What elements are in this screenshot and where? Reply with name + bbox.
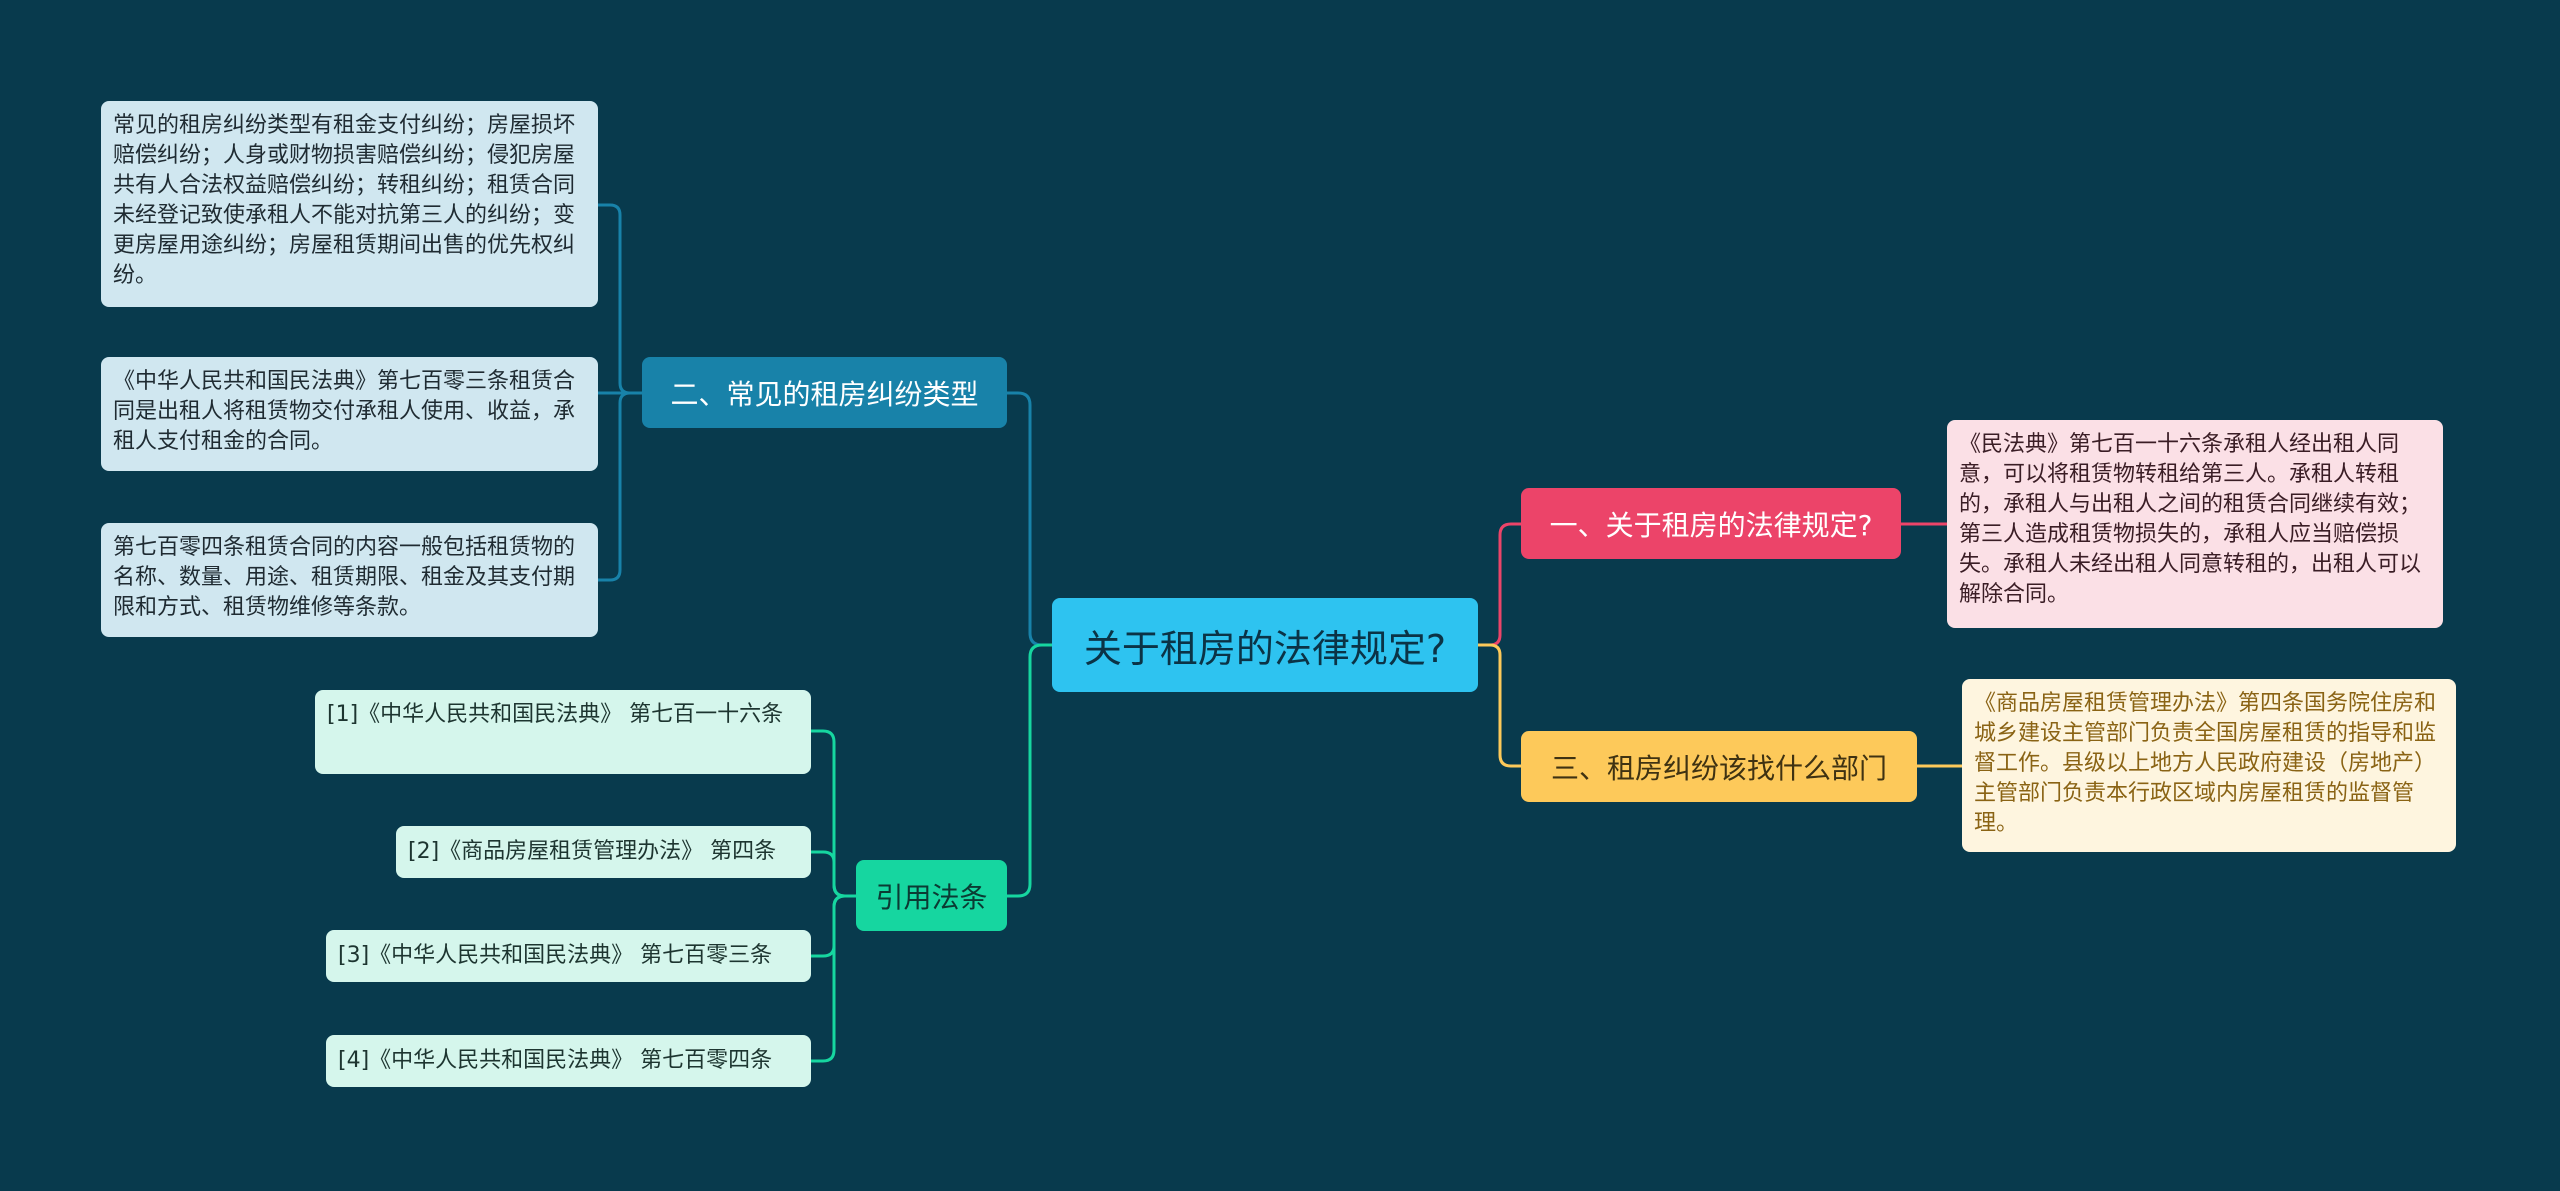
- link-citations-leaf-4: [811, 894, 856, 1063]
- link-types-leaf-3: [598, 391, 642, 582]
- citation-item-1[interactable]: [1]《中华人民共和国民法典》 第七百一十六条: [315, 690, 811, 774]
- branch-which-department[interactable]: 三、租房纠纷该找什么部门: [1521, 731, 1917, 802]
- citation-item-2[interactable]: [2]《商品房屋租赁管理办法》 第四条: [396, 826, 811, 878]
- link-root-citations: [1007, 643, 1052, 898]
- leaf-legal-provisions-text[interactable]: 《民法典》第七百一十六条承租人经出租人同意，可以将租赁物转租给第三人。承租人转租…: [1947, 420, 2443, 628]
- leaf-department-text[interactable]: 《商品房屋租赁管理办法》第四条国务院住房和城乡建设主管部门负责全国房屋租赁的指导…: [1962, 679, 2456, 852]
- leaf-article-704[interactable]: 第七百零四条租赁合同的内容一般包括租赁物的名称、数量、用途、租赁期限、租金及其支…: [101, 523, 598, 637]
- link-root-department: [1478, 643, 1521, 768]
- link-root-law: [1478, 522, 1521, 647]
- link-citations-leaf-2: [811, 850, 856, 898]
- root-topic[interactable]: 关于租房的法律规定?: [1052, 598, 1478, 692]
- branch-dispute-types[interactable]: 二、常见的租房纠纷类型: [642, 357, 1007, 428]
- citation-item-4[interactable]: [4]《中华人民共和国民法典》 第七百零四条: [326, 1035, 811, 1087]
- leaf-article-703[interactable]: 《中华人民共和国民法典》第七百零三条租赁合同是出租人将租赁物交付承租人使用、收益…: [101, 357, 598, 471]
- link-types-leaf-1: [598, 203, 642, 395]
- citation-item-3[interactable]: [3]《中华人民共和国民法典》 第七百零三条: [326, 930, 811, 982]
- branch-legal-provisions[interactable]: 一、关于租房的法律规定?: [1521, 488, 1901, 559]
- link-root-types: [1007, 391, 1052, 647]
- leaf-dispute-types-list[interactable]: 常见的租房纠纷类型有租金支付纠纷；房屋损坏赔偿纠纷；人身或财物损害赔偿纠纷；侵犯…: [101, 101, 598, 307]
- branch-citations[interactable]: 引用法条: [856, 860, 1007, 931]
